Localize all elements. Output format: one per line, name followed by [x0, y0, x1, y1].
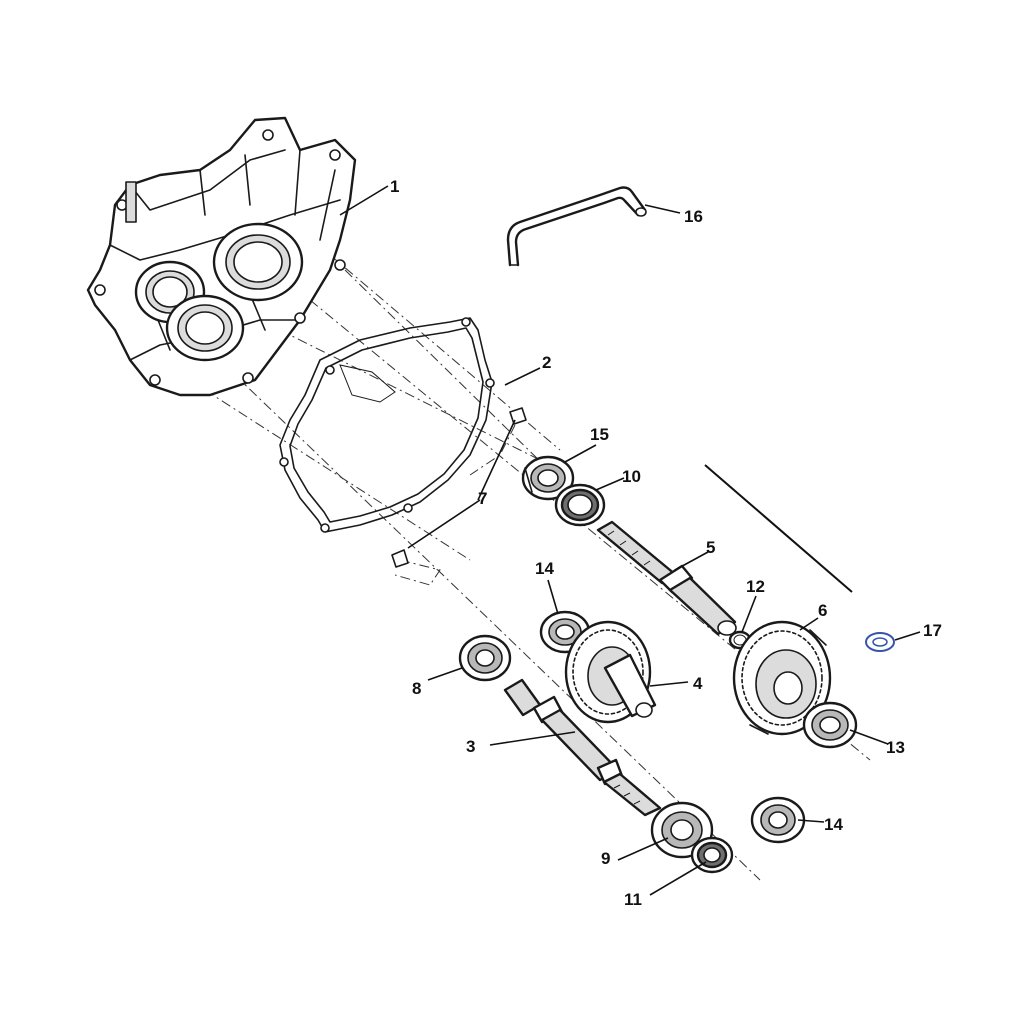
part-3-main-shaft [503, 678, 662, 817]
callout-3: 3 [466, 737, 475, 756]
callout-15: 15 [590, 425, 609, 444]
callout-12: 12 [746, 577, 765, 596]
callout-14-upper: 14 [535, 559, 554, 578]
callout-9: 9 [601, 849, 610, 868]
callout-13: 13 [886, 738, 905, 757]
part-8-bearing [458, 634, 512, 682]
part-11-oil-seal [690, 836, 734, 874]
callout-4: 4 [693, 674, 703, 693]
callout-6: 6 [818, 601, 827, 620]
callout-11: 11 [624, 890, 642, 909]
part-14-bearing-lower [750, 796, 806, 844]
part-2-gasket [279, 317, 495, 533]
part-16-shift-rod [506, 186, 647, 267]
part-5-shaft [596, 520, 737, 636]
callout-labels: 1 2 3 4 5 6 7 8 9 10 11 12 13 14 14 15 1… [390, 177, 942, 909]
callout-1: 1 [390, 177, 399, 196]
part-10-oil-seal [554, 483, 606, 527]
callout-14-lower: 14 [824, 815, 843, 834]
part-17-washer [865, 632, 895, 652]
callout-8: 8 [412, 679, 421, 698]
part-4-countershaft-gear [564, 620, 657, 724]
group-bracket-line [704, 464, 853, 593]
callout-10: 10 [622, 467, 641, 486]
leader-lines [339, 185, 921, 896]
callout-17: 17 [923, 621, 942, 640]
callout-2: 2 [542, 353, 551, 372]
callout-7: 7 [478, 489, 487, 508]
part-13-bearing [802, 701, 858, 749]
part-6-gear [732, 620, 832, 736]
callout-5: 5 [706, 538, 715, 557]
callout-16: 16 [684, 207, 703, 226]
part-7-dowel-pins [391, 407, 527, 568]
part-1-transmission-case [86, 116, 357, 397]
part-15-bearing [521, 455, 575, 501]
